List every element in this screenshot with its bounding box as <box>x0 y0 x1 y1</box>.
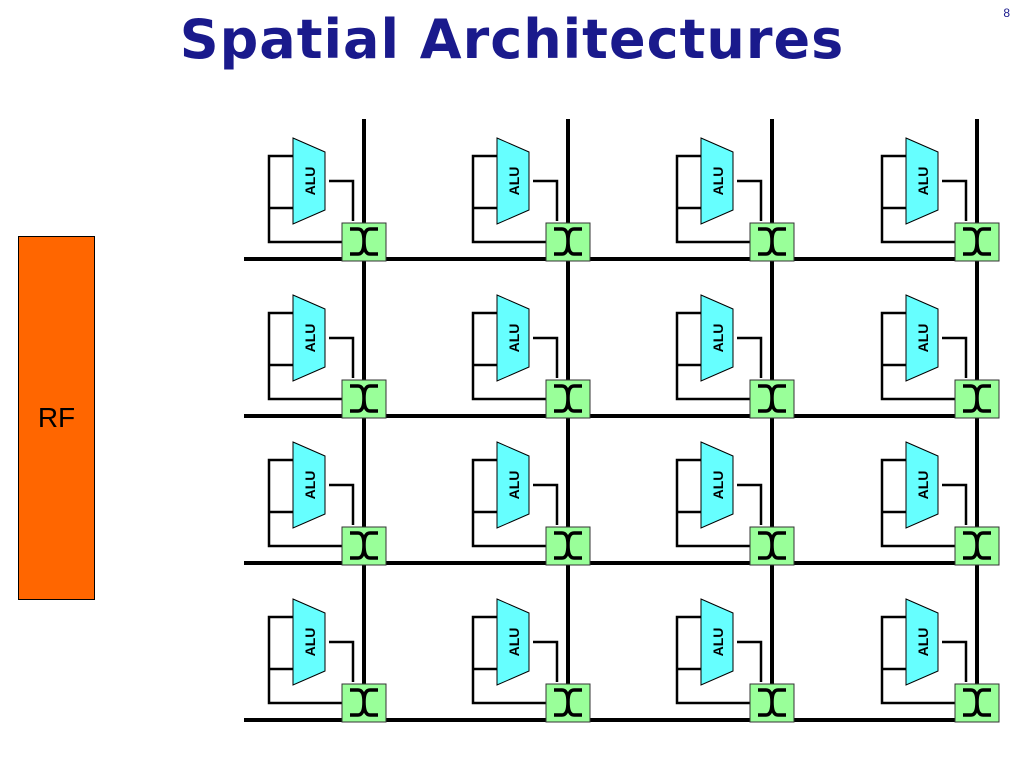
alu-label: ALU <box>710 628 726 657</box>
alu-input-wire-a <box>880 154 955 244</box>
crossbar-switch-icon <box>963 531 991 560</box>
crossbar-switch-icon <box>350 531 378 560</box>
alu-input-wire-a <box>267 615 342 705</box>
alu-output-wire <box>737 336 763 378</box>
alu-unit <box>905 137 939 225</box>
alu-output-wire <box>942 640 968 682</box>
alu-output-wire <box>737 179 763 221</box>
alu-unit <box>292 137 326 225</box>
alu-input-wire-a <box>675 615 750 705</box>
alu-output-wire <box>329 640 355 682</box>
alu-unit <box>905 294 939 382</box>
alu-input-wire-a <box>267 458 342 548</box>
crossbar-switch-icon <box>963 227 991 256</box>
alu-unit <box>496 598 530 686</box>
crossbar-switch-icon <box>758 227 786 256</box>
alu-label: ALU <box>506 324 522 353</box>
alu-output-wire <box>533 483 559 525</box>
alu-label: ALU <box>302 324 318 353</box>
alu-label: ALU <box>915 324 931 353</box>
alu-input-wire-a <box>880 311 955 401</box>
slide-title: Spatial Architectures <box>179 8 845 71</box>
alu-unit <box>496 441 530 529</box>
crossbar-switch <box>954 379 1000 419</box>
alu-label: ALU <box>302 471 318 500</box>
alu-label: ALU <box>506 167 522 196</box>
alu-label: ALU <box>915 628 931 657</box>
alu-output-wire <box>329 483 355 525</box>
alu-output-wire <box>737 483 763 525</box>
alu-input-wire-a <box>267 311 342 401</box>
alu-input-wire-a <box>675 311 750 401</box>
crossbar-switch-icon <box>554 531 582 560</box>
alu-unit <box>292 441 326 529</box>
alu-output-wire <box>942 179 968 221</box>
register-file-label: RF <box>37 402 76 433</box>
crossbar-switch-icon <box>554 688 582 717</box>
alu-unit <box>496 294 530 382</box>
register-file-block: RF <box>18 236 95 600</box>
alu-unit <box>905 598 939 686</box>
alu-output-wire <box>329 336 355 378</box>
alu-unit <box>700 598 734 686</box>
alu-label: ALU <box>302 167 318 196</box>
alu-input-wire-a <box>880 615 955 705</box>
alu-unit <box>700 441 734 529</box>
page-number: 8 <box>1003 6 1010 20</box>
alu-output-wire <box>737 640 763 682</box>
crossbar-switch-icon <box>554 384 582 413</box>
alu-output-wire <box>942 483 968 525</box>
crossbar-switch-icon <box>350 227 378 256</box>
alu-input-wire-a <box>471 154 546 244</box>
alu-input-wire-a <box>267 154 342 244</box>
crossbar-switch-icon <box>963 688 991 717</box>
crossbar-switch-icon <box>758 531 786 560</box>
alu-label: ALU <box>710 471 726 500</box>
alu-input-wire-a <box>471 615 546 705</box>
crossbar-switch-icon <box>350 688 378 717</box>
alu-output-wire <box>533 640 559 682</box>
crossbar-switch-icon <box>758 384 786 413</box>
alu-unit <box>292 598 326 686</box>
crossbar-switch-icon <box>963 384 991 413</box>
alu-label: ALU <box>710 167 726 196</box>
alu-input-wire-a <box>471 458 546 548</box>
alu-input-wire-a <box>675 458 750 548</box>
alu-output-wire <box>329 179 355 221</box>
crossbar-switch <box>954 222 1000 262</box>
alu-label: ALU <box>506 628 522 657</box>
alu-input-wire-a <box>880 458 955 548</box>
alu-unit <box>292 294 326 382</box>
alu-unit <box>700 294 734 382</box>
crossbar-switch-icon <box>554 227 582 256</box>
alu-unit <box>905 441 939 529</box>
alu-label: ALU <box>302 628 318 657</box>
alu-output-wire <box>942 336 968 378</box>
alu-unit <box>700 137 734 225</box>
alu-input-wire-a <box>675 154 750 244</box>
alu-label: ALU <box>915 167 931 196</box>
alu-unit <box>496 137 530 225</box>
alu-output-wire <box>533 336 559 378</box>
alu-output-wire <box>533 179 559 221</box>
alu-input-wire-a <box>471 311 546 401</box>
alu-label: ALU <box>506 471 522 500</box>
alu-label: ALU <box>915 471 931 500</box>
crossbar-switch-icon <box>758 688 786 717</box>
alu-label: ALU <box>710 324 726 353</box>
crossbar-switch-icon <box>350 384 378 413</box>
